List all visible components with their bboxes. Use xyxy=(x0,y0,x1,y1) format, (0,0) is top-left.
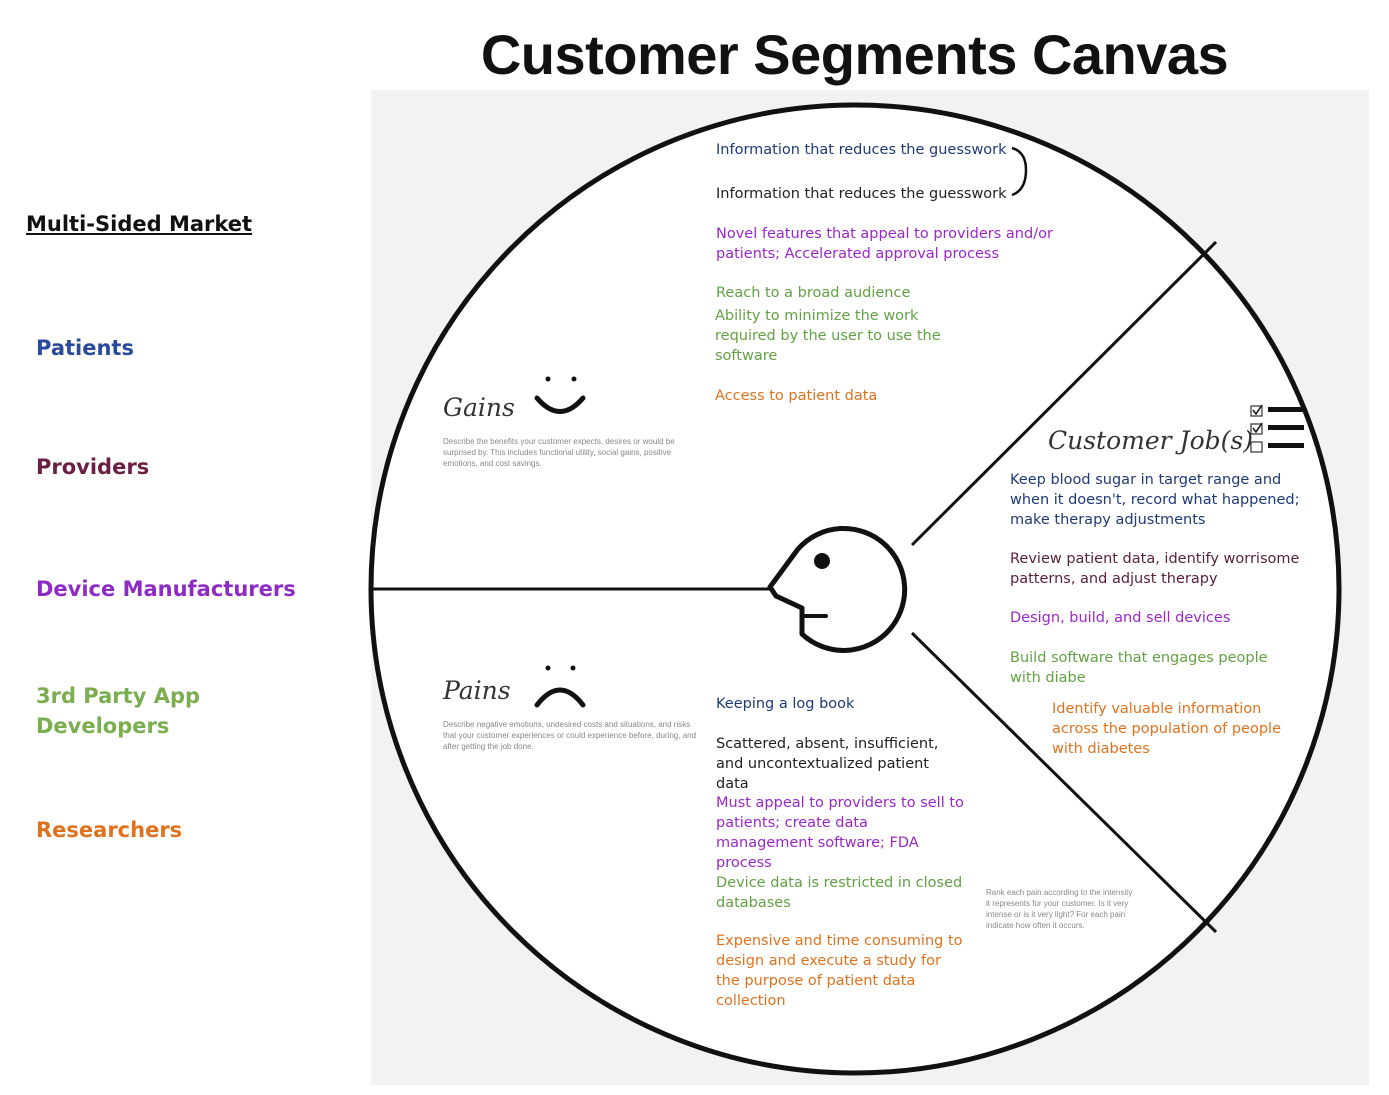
gain-item: Novel features that appeal to providers … xyxy=(716,226,1053,262)
pain-item: Device data is restricted in closed data… xyxy=(716,875,963,911)
segment-patients: Patients xyxy=(36,336,134,360)
divider-pains-jobs xyxy=(910,631,1218,934)
job-item: Identify valuable information across the… xyxy=(1052,701,1281,757)
frown-icon xyxy=(534,665,586,708)
gain-item: Information that reduces the guesswork xyxy=(716,142,1007,158)
job-item: Review patient data, identify worrisome … xyxy=(1010,551,1300,587)
segment-app-developers: 3rd Party App Developers xyxy=(36,684,201,738)
pains-description: Describe negative emotions, undesired co… xyxy=(443,720,697,751)
divider-gains-jobs xyxy=(910,240,1218,547)
segments-heading: Multi-Sided Market xyxy=(26,212,253,236)
pain-item: Keeping a log book xyxy=(716,696,855,712)
jobs-heading: Customer Job(s) xyxy=(1048,426,1253,455)
brace-mark xyxy=(1011,146,1028,197)
gains-description: Describe the benefits your customer expe… xyxy=(443,437,675,468)
gain-item: Access to patient data xyxy=(715,388,878,404)
gain-item: Ability to minimize the work required by… xyxy=(715,308,941,364)
pain-item: Must appeal to providers to sell to pati… xyxy=(716,795,964,871)
gain-item: Reach to a broad audience xyxy=(716,285,911,301)
pains-heading: Pains xyxy=(443,676,511,705)
job-item: Keep blood sugar in target range and whe… xyxy=(1010,472,1300,528)
segment-device-manufacturers: Device Manufacturers xyxy=(36,577,296,601)
pain-item: Scattered, absent, insufficient, and unc… xyxy=(716,736,939,792)
checklist-icon xyxy=(1250,404,1304,453)
pains-rank-note: Rank each pain according to the intensit… xyxy=(986,888,1133,930)
gain-item: Information that reduces the guesswork xyxy=(716,186,1007,202)
pain-item: Expensive and time consuming to design a… xyxy=(716,933,963,1009)
segment-researchers: Researchers xyxy=(36,818,183,842)
smile-icon xyxy=(534,376,586,414)
job-item: Build software that engages people with … xyxy=(1010,650,1268,686)
gains-heading: Gains xyxy=(443,393,515,422)
job-item: Design, build, and sell devices xyxy=(1010,610,1231,626)
page-title: Customer Segments Canvas xyxy=(480,23,1229,86)
customer-head-icon xyxy=(767,525,908,653)
segment-providers: Providers xyxy=(36,455,150,479)
